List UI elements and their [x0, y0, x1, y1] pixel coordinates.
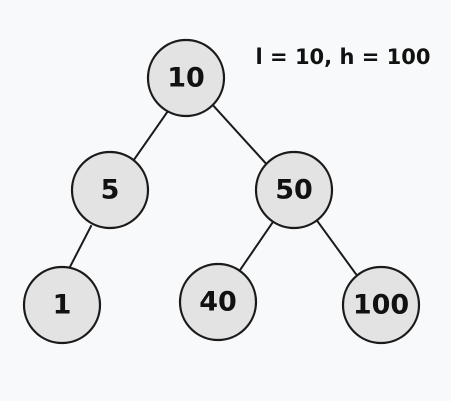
node-circle — [178, 262, 258, 342]
edge-10-5 — [130, 111, 169, 164]
tree-node-50: 50 — [254, 150, 334, 230]
node-label-50: 50 — [275, 175, 313, 206]
tree-node-100: 100 — [341, 265, 421, 345]
tree-node-1: 1 — [22, 265, 102, 345]
range-annotation: l = 10, h = 100 — [256, 45, 431, 69]
tree-node-10: 10 — [146, 38, 226, 118]
edge-50-40 — [236, 217, 277, 275]
node-circle — [22, 265, 102, 345]
node-circle — [254, 150, 334, 230]
node-label-1: 1 — [53, 290, 72, 321]
node-circle — [341, 265, 421, 345]
node-label-5: 5 — [101, 175, 120, 206]
edge-10-50 — [211, 103, 269, 167]
edge-5-1 — [68, 224, 93, 269]
node-label-40: 40 — [199, 287, 237, 318]
node-label-100: 100 — [353, 290, 409, 321]
tree-node-5: 5 — [70, 150, 150, 230]
edge-50-100 — [313, 216, 358, 276]
node-circle — [70, 150, 150, 230]
node-circle — [146, 38, 226, 118]
tree-node-40: 40 — [178, 262, 258, 342]
node-label-10: 10 — [167, 63, 205, 94]
